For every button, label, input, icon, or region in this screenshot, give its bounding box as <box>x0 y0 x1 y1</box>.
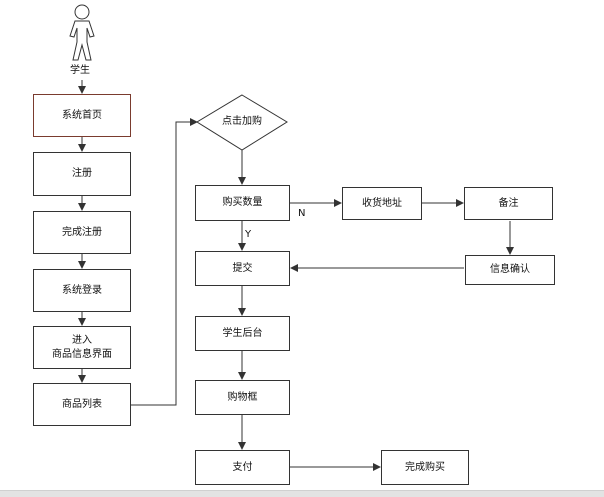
confirm-info-label: 信息确认 <box>490 264 530 275</box>
product-list-box: 商品列表 <box>33 383 131 426</box>
address-label: 收货地址 <box>362 197 402 209</box>
student-backend-label: 学生后台 <box>222 327 263 339</box>
home-box: 系统首页 <box>33 94 131 137</box>
cart-box: 购物框 <box>195 380 290 415</box>
edge-label-no: N <box>298 208 306 219</box>
login-box: 系统登录 <box>33 269 131 312</box>
pay-label: 支付 <box>232 461 253 473</box>
purchase-done-box: 完成购买 <box>381 450 469 485</box>
register-done-box: 完成注册 <box>33 211 131 254</box>
actor-label: 学生 <box>70 65 90 76</box>
home-label: 系统首页 <box>62 109 102 121</box>
register-box: 注册 <box>33 152 131 196</box>
quantity-label: 购买数量 <box>222 197 263 208</box>
quantity-box: 购买数量 <box>195 185 290 221</box>
purchase-done-label: 完成购买 <box>405 461 445 473</box>
remarks-box: 备注 <box>464 187 553 220</box>
arrow-list-to-click-add <box>131 118 198 406</box>
window-bottom-edge <box>0 490 604 497</box>
enter-label-line1: 进入 <box>72 334 92 346</box>
edge-label-yes: Y <box>245 229 252 240</box>
student-actor-icon <box>69 4 95 61</box>
register-done-label: 完成注册 <box>62 226 102 238</box>
login-label: 系统登录 <box>62 284 102 296</box>
click-add-label: 点击加购 <box>222 116 262 127</box>
submit-label: 提交 <box>232 262 253 274</box>
confirm-info-box: 信息确认 <box>465 255 555 285</box>
submit-box: 提交 <box>195 251 290 286</box>
cart-label: 购物框 <box>227 391 258 403</box>
remarks-label: 备注 <box>498 197 519 209</box>
student-backend-box: 学生后台 <box>195 316 290 351</box>
pay-box: 支付 <box>195 450 290 485</box>
enter-label-line2: 商品信息界面 <box>52 348 112 360</box>
address-box: 收货地址 <box>342 187 422 220</box>
register-label: 注册 <box>72 168 92 179</box>
enter-product-info-box: 进入 商品信息界面 <box>33 326 131 369</box>
click-add-diamond <box>196 94 288 151</box>
product-list-label: 商品列表 <box>62 398 102 410</box>
